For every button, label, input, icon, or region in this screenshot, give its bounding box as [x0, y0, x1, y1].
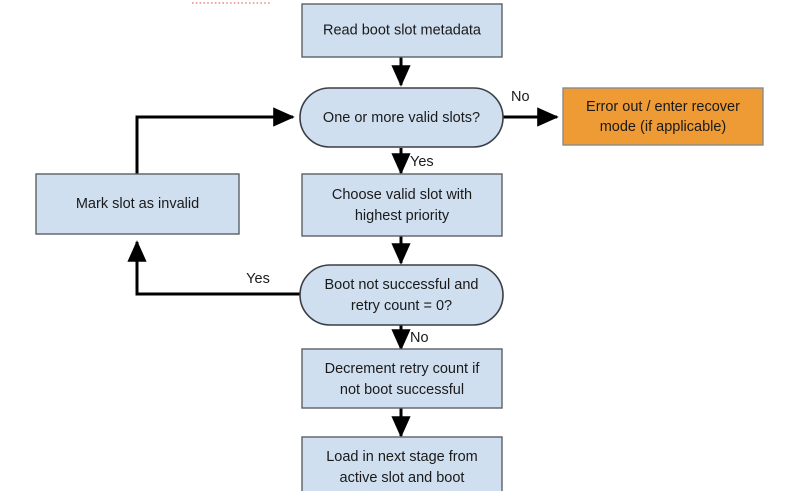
node-load-next-stage-label-line2: active slot and boot: [340, 470, 465, 486]
node-error-out-shape: [562, 87, 764, 146]
edge-label-layer: No Yes Yes No: [246, 89, 529, 346]
node-choose-valid-slot-label-line2: highest priority: [355, 208, 450, 224]
node-mark-slot-as-invalid-shape: [35, 173, 240, 235]
node-load-next-stage-label-line1: Load in next stage from: [326, 449, 478, 465]
node-error-out-label-line1: Error out / enter recover: [586, 99, 740, 115]
node-choose-valid-slot-label-line1: Choose valid slot with: [332, 187, 472, 203]
node-mark-slot-as-invalid-label: Mark slot as invalid: [76, 196, 199, 212]
edge-boot-retry-to-mark-invalid: [127, 240, 301, 296]
node-error-out-label-line2: mode (if applicable): [600, 119, 727, 135]
node-boot-not-successful-shape: [299, 264, 504, 326]
node-read-boot-slot-metadata[interactable]: Read boot slot metadata: [301, 3, 503, 58]
node-one-or-more-valid-slots-label: One or more valid slots?: [323, 110, 480, 126]
node-boot-not-successful-label-line1: Boot not successful and: [325, 277, 479, 293]
node-one-or-more-valid-slots[interactable]: One or more valid slots?: [299, 87, 504, 148]
node-read-boot-slot-metadata-shape: [301, 3, 503, 58]
node-load-next-stage-shape: [301, 436, 503, 491]
node-one-or-more-valid-slots-shape: [299, 87, 504, 148]
edge-label-valid-slots-yes: Yes: [410, 154, 434, 170]
node-error-out[interactable]: Error out / enter recover mode (if appli…: [562, 87, 764, 146]
edge-label-boot-retry-no: No: [410, 330, 429, 346]
edge-layer: [127, 57, 559, 438]
node-decrement-retry-count[interactable]: Decrement retry count if not boot succes…: [301, 348, 503, 409]
edge-label-boot-retry-yes: Yes: [246, 271, 270, 287]
node-decrement-retry-count-label-line2: not boot successful: [340, 382, 464, 398]
node-load-next-stage[interactable]: Load in next stage from active slot and …: [301, 436, 503, 491]
node-choose-valid-slot-shape: [301, 173, 503, 237]
node-mark-slot-as-invalid[interactable]: Mark slot as invalid: [35, 173, 240, 235]
node-read-boot-slot-metadata-label: Read boot slot metadata: [323, 22, 482, 38]
edge-mark-invalid-to-valid-slots: [135, 107, 295, 174]
node-boot-not-successful-label-line2: retry count = 0?: [351, 298, 452, 314]
node-boot-not-successful[interactable]: Boot not successful and retry count = 0?: [299, 264, 504, 326]
node-decrement-retry-count-shape: [301, 348, 503, 409]
node-choose-valid-slot[interactable]: Choose valid slot with highest priority: [301, 173, 503, 237]
edge-label-valid-slots-no: No: [511, 89, 530, 105]
node-layer: Read boot slot metadata One or more vali…: [35, 3, 764, 491]
node-decrement-retry-count-label-line1: Decrement retry count if: [325, 361, 481, 377]
